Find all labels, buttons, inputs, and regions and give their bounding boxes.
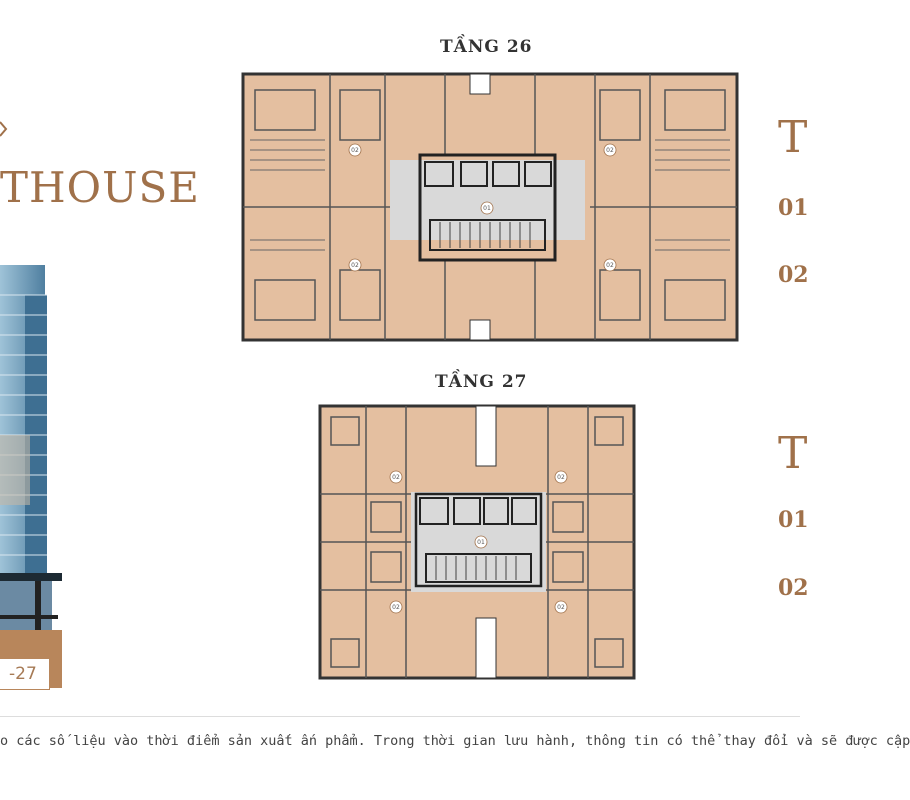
right-code-2b: 02 [778,575,809,601]
right-heading-1: T [778,112,808,163]
right-code-2a: 01 [778,507,809,533]
disclaimer-text: o các số liệu vào thời điểm sản xuất ấn … [0,733,910,749]
unit-label-26-core: 01 [483,205,491,212]
floor-range-label: -27 [0,658,50,690]
floor-26-plan: 02 02 01 02 02 [241,72,739,342]
unit-label-27-c: 02 [392,604,400,611]
right-heading-2: T [778,428,808,479]
floor-range-badge: -27 [0,630,62,690]
unit-label-26-d: 02 [606,262,614,269]
tower-illustration [0,265,62,635]
unit-label-26-b: 02 [606,147,614,154]
footer-divider [0,716,800,717]
floor-27-plan: 02 02 01 02 02 [318,404,636,680]
unit-label-27-a: 02 [392,474,400,481]
unit-label-26-c: 02 [351,262,359,269]
unit-label-27-d: 02 [557,604,565,611]
floor-27-title: TẦNG 27 [435,372,528,392]
unit-label-27-core: 01 [477,539,485,546]
penthouse-title: THOUSE [0,163,200,212]
floor-26-title: TẦNG 26 [440,37,533,57]
unit-label-27-b: 02 [557,474,565,481]
corner-mark [0,121,8,137]
right-code-1b: 02 [778,262,809,288]
unit-label-26-a: 02 [351,147,359,154]
right-code-1a: 01 [778,195,809,221]
